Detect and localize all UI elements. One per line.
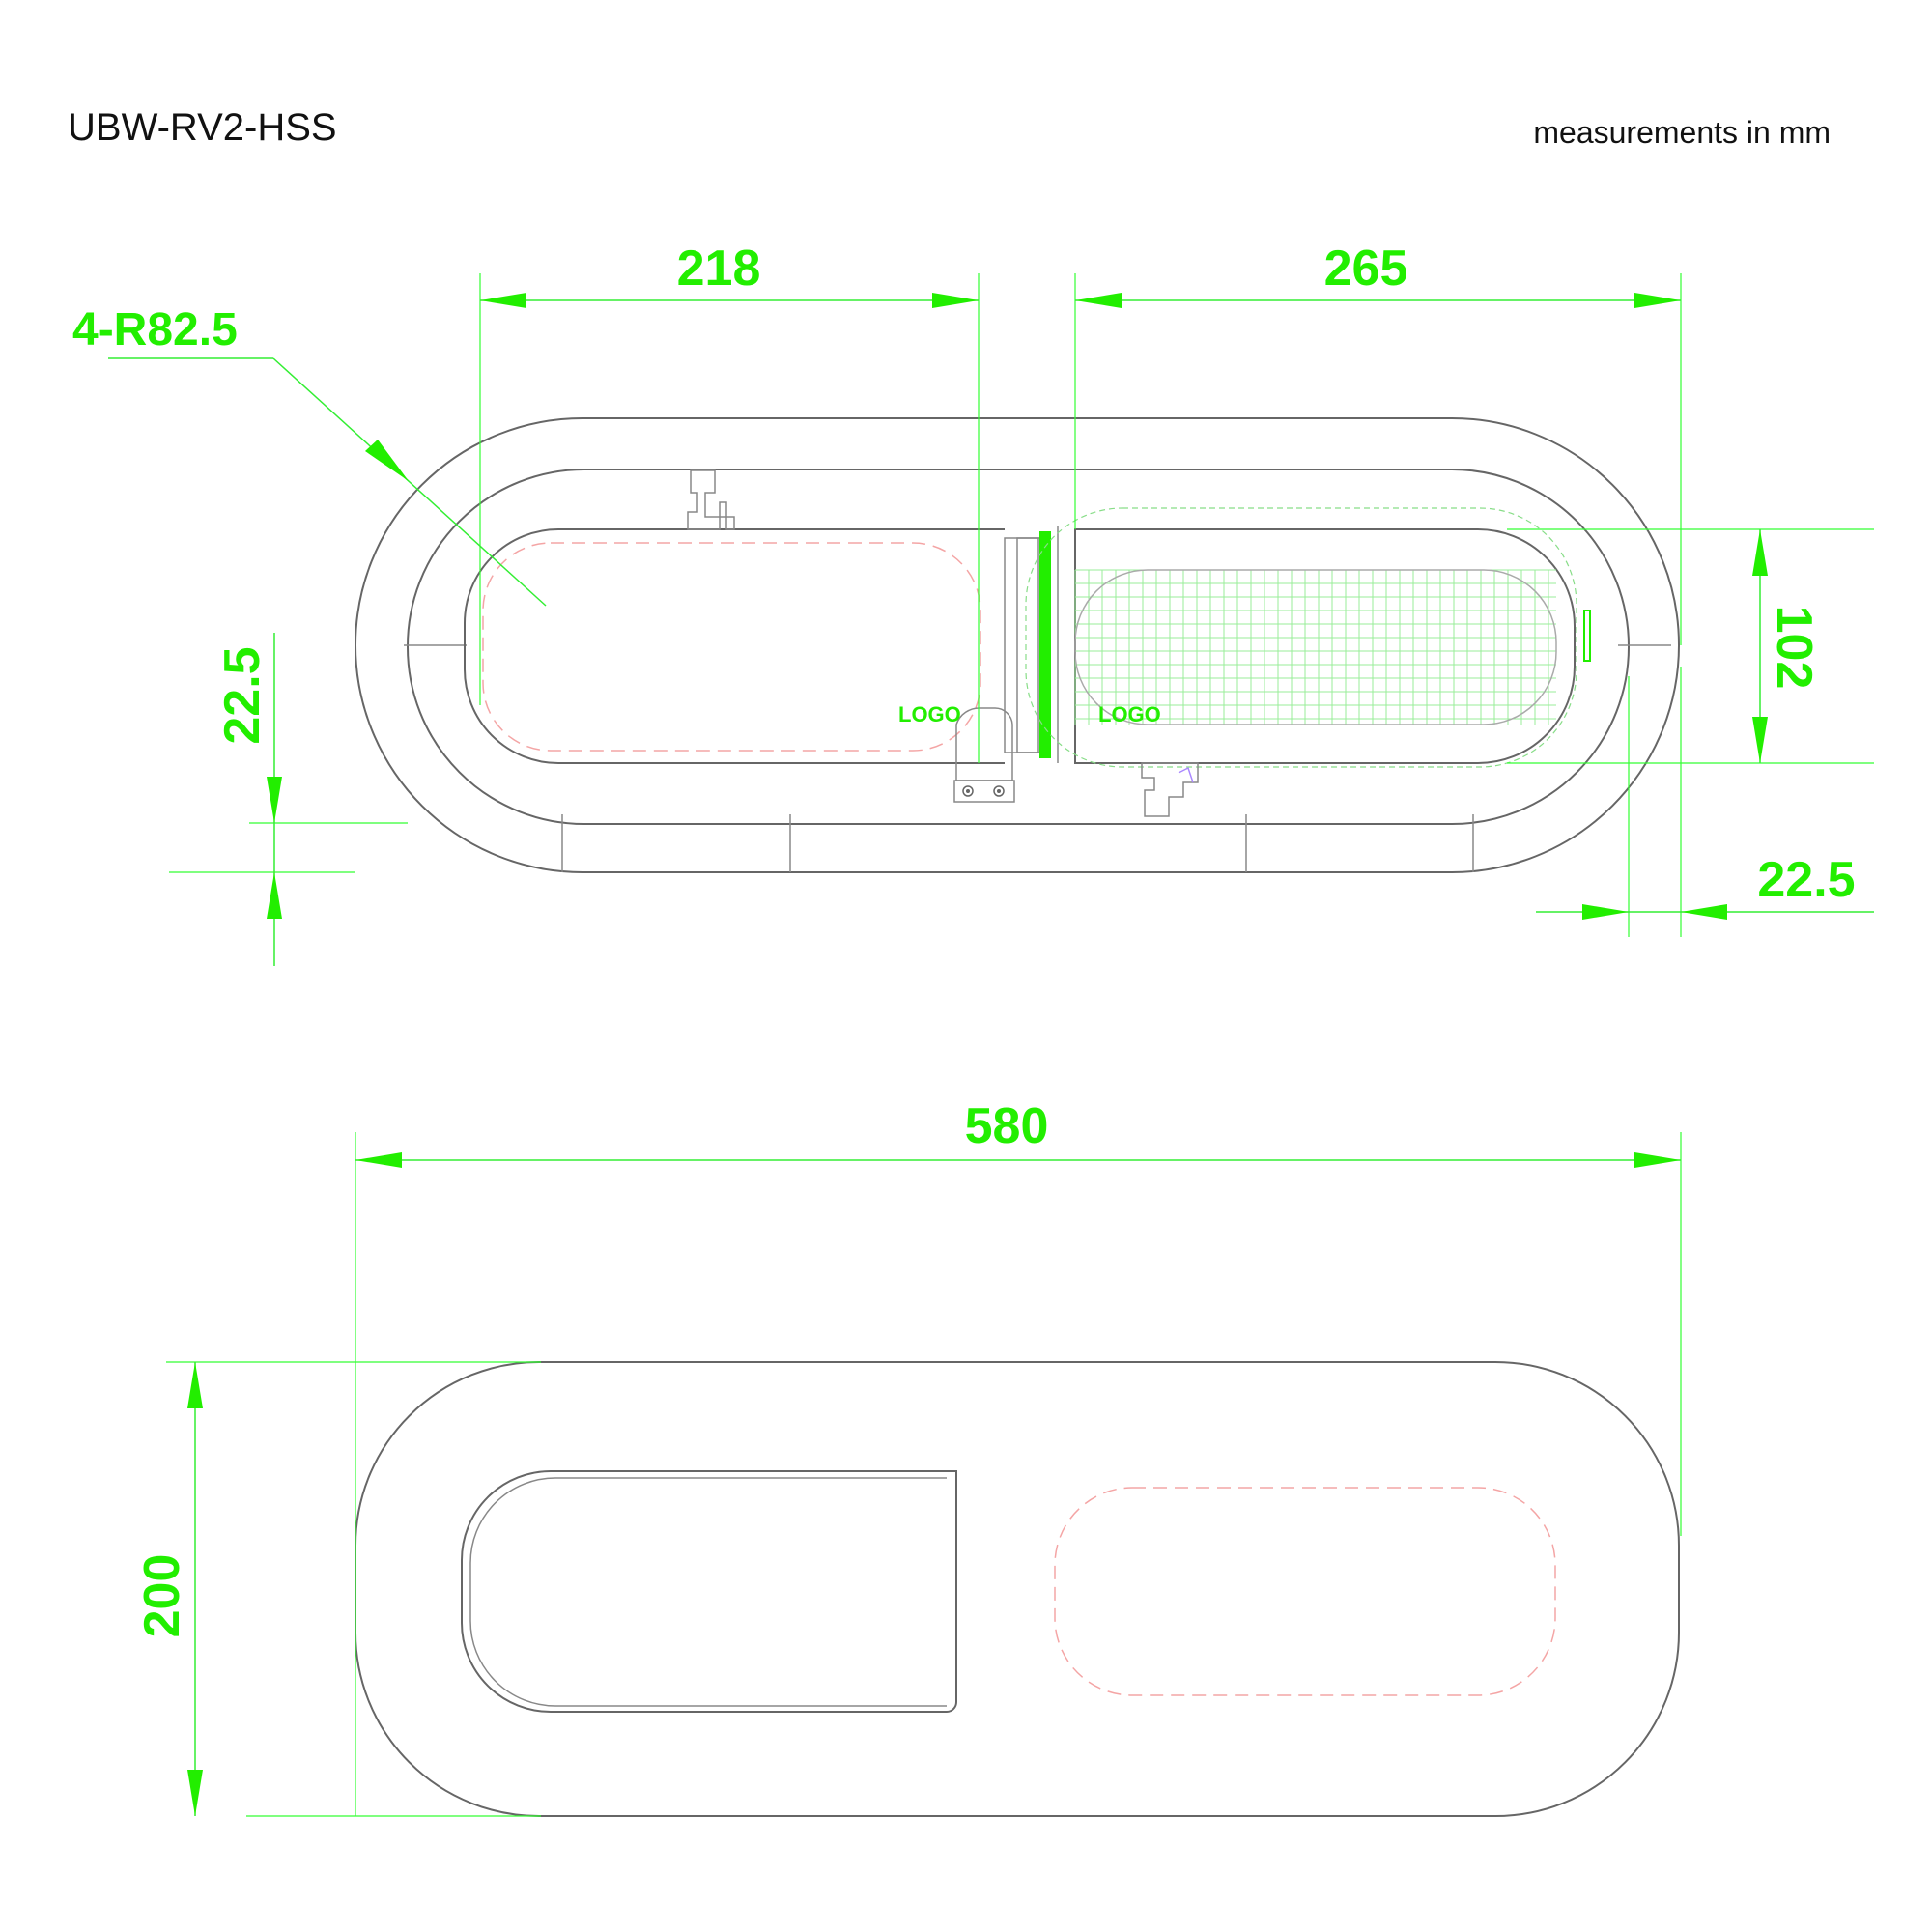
logo-left: LOGO	[898, 702, 961, 726]
dim-22-5-right: 22.5	[1757, 852, 1855, 908]
top-view: LOGO LOGO 218 265 4-R82.5 102 2	[72, 241, 1874, 966]
arrow	[1681, 904, 1727, 920]
dim-218: 218	[677, 241, 761, 297]
arrow	[1634, 1152, 1681, 1168]
arrow	[1634, 293, 1681, 308]
arrow	[1752, 529, 1768, 576]
arrow	[932, 293, 979, 308]
right-compartment	[1074, 528, 1576, 764]
mesh-boundary	[1074, 569, 1557, 725]
hinge-bracket-top	[687, 469, 735, 530]
arrow	[187, 1770, 203, 1816]
bottom-right-hidden-opening	[1054, 1487, 1556, 1696]
slider-handle-bar	[1039, 531, 1051, 758]
arrow	[267, 872, 282, 919]
dim-102: 102	[1766, 606, 1822, 690]
top-view-inner-rim	[407, 469, 1630, 825]
left-compartment-hidden	[482, 542, 981, 752]
bottom-view-outer-body	[355, 1361, 1680, 1817]
arrow	[480, 293, 526, 308]
dim-265: 265	[1324, 241, 1408, 297]
bottom-view: 580 200	[134, 1098, 1682, 1817]
latch-assembly	[953, 707, 1015, 803]
bottom-left-opening-inner	[469, 1477, 947, 1707]
right-latch-tab	[1583, 610, 1591, 662]
top-view-outer-body	[355, 417, 1680, 873]
arrow	[355, 1152, 402, 1168]
model-title: UBW-RV2-HSS	[68, 106, 337, 149]
units-note: measurements in mm	[1533, 115, 1831, 150]
left-compartment	[464, 528, 1005, 764]
radius-leader	[272, 357, 547, 607]
hinge-bracket-bottom	[1141, 762, 1199, 817]
slider-frame-inner	[1016, 537, 1039, 753]
arrow	[1752, 717, 1768, 763]
dim-580: 580	[965, 1098, 1049, 1154]
arrow	[1075, 293, 1122, 308]
right-compartment-outline-green	[1025, 507, 1577, 768]
arrow	[187, 1362, 203, 1408]
logo-right: LOGO	[1098, 702, 1161, 726]
arrow	[365, 440, 409, 481]
arrow	[267, 777, 282, 823]
mesh-grid	[1074, 569, 1556, 724]
radius-label: 4-R82.5	[72, 304, 238, 355]
dim-200: 200	[134, 1554, 190, 1638]
arrow	[1582, 904, 1629, 920]
dim-22-5-left: 22.5	[214, 646, 270, 744]
bottom-left-opening	[461, 1470, 957, 1713]
